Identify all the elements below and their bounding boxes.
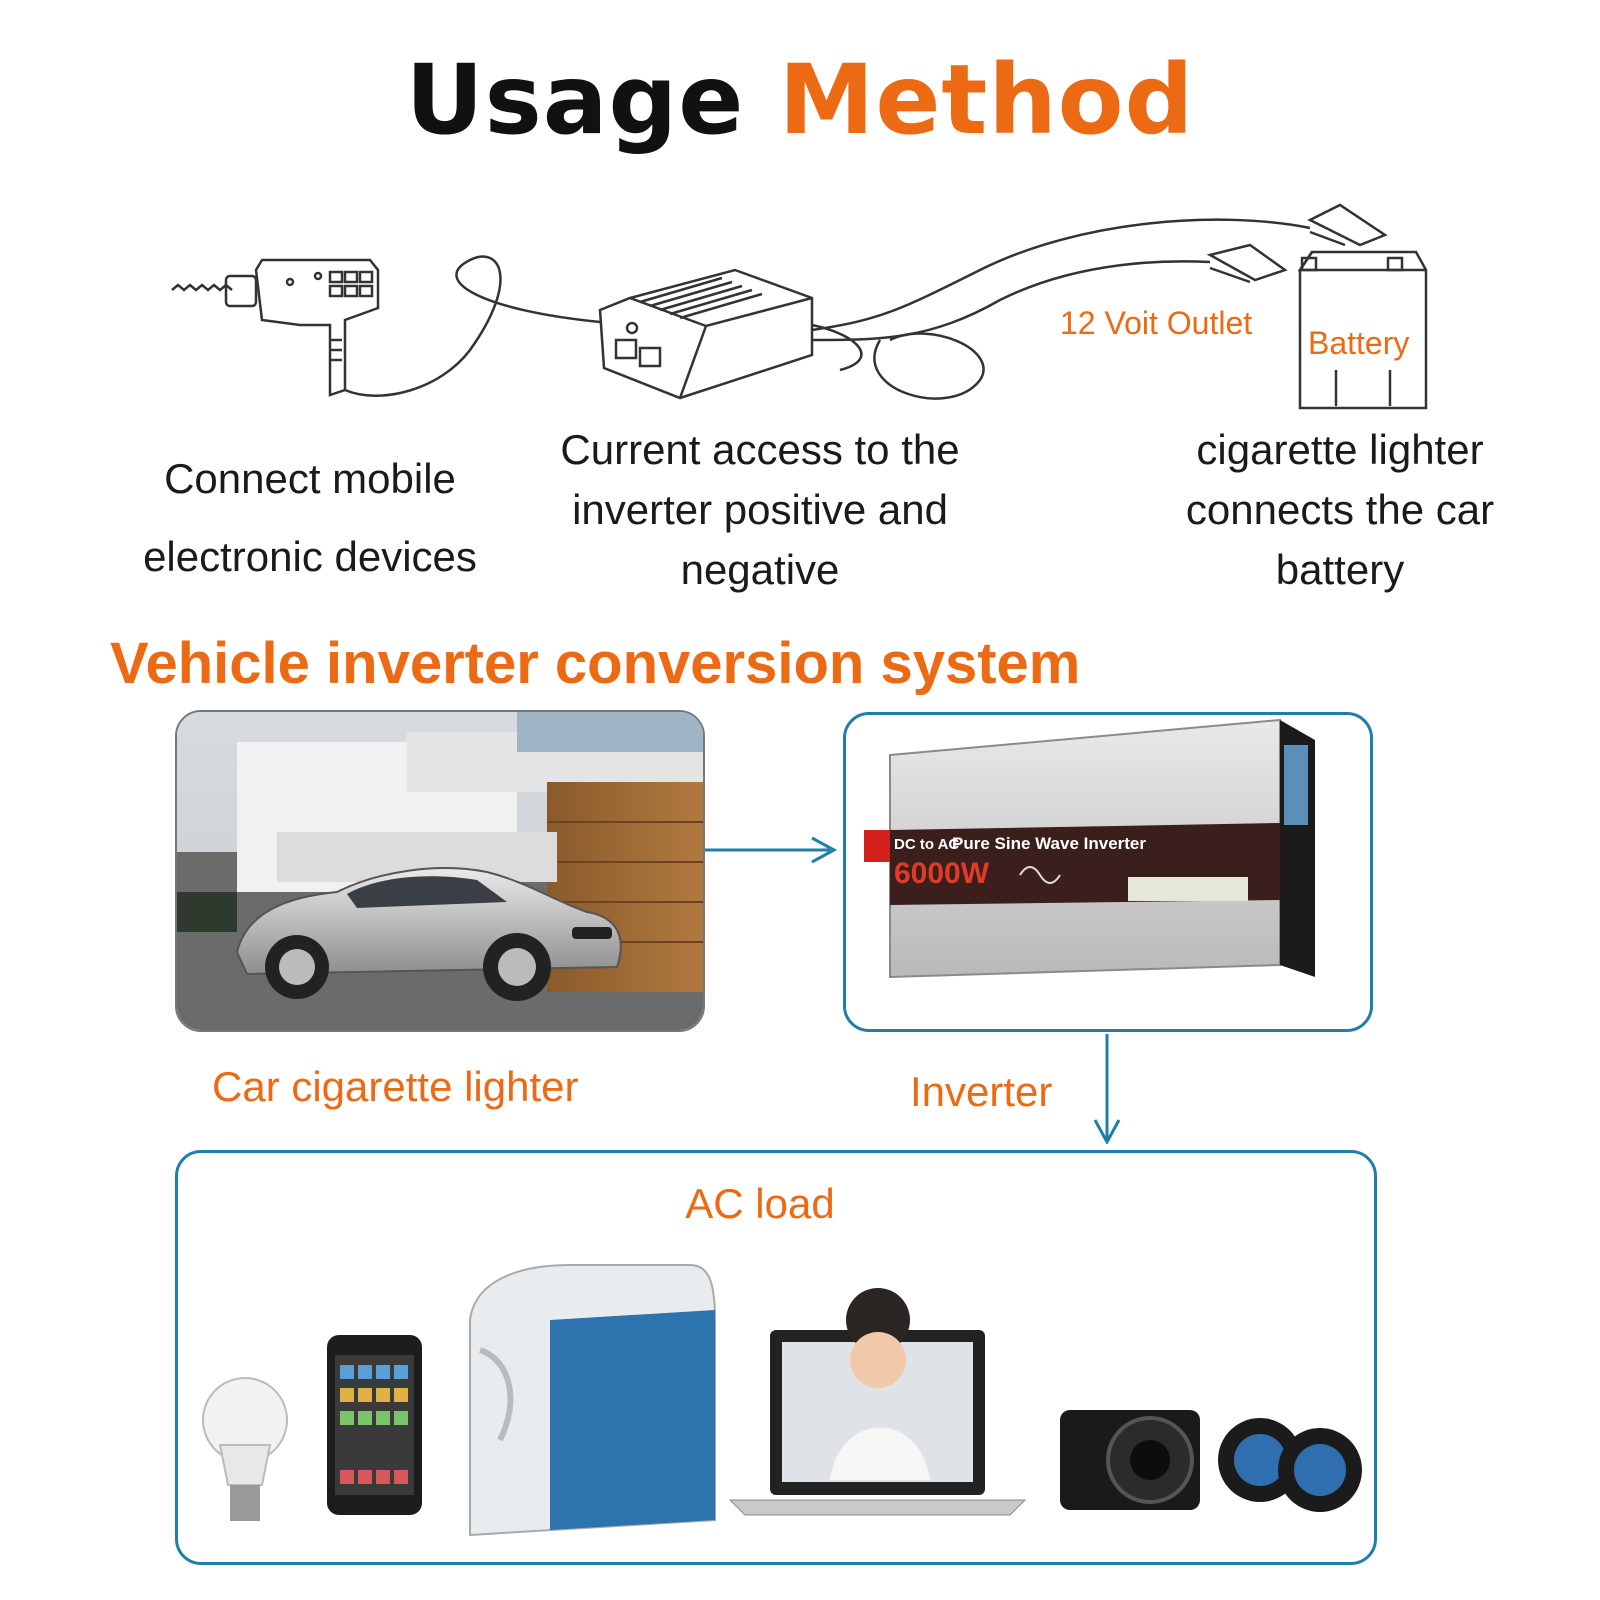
inverter-label: Inverter <box>910 1068 1053 1115</box>
title-usage: Usage <box>405 44 745 156</box>
ac-load-frame <box>175 1150 1377 1565</box>
inverter-frame <box>843 712 1373 1032</box>
phone-icon <box>327 1335 422 1515</box>
inverter-icon <box>598 268 863 400</box>
caption-connect-devices: Connect mobile electronic devices <box>143 455 477 580</box>
drill-icon <box>171 255 601 397</box>
cooler-icon <box>469 1264 716 1537</box>
speaker-icon <box>1218 1418 1362 1512</box>
page-title: Usage Method <box>0 52 1600 148</box>
arrow-right-icon <box>705 836 838 864</box>
outlet-label: 12 Voit Outlet <box>1060 305 1253 341</box>
inverter-line1: DC to AC <box>894 836 959 853</box>
cable-lines <box>811 218 1311 400</box>
inverter-photo: DC to AC Pure Sine Wave Inverter 6000W <box>864 718 1315 979</box>
clamp-icon <box>1206 203 1388 284</box>
arrow-down-icon <box>1093 1034 1121 1144</box>
inverter-line2: Pure Sine Wave Inverter <box>952 834 1146 853</box>
bulb-icon <box>202 1377 288 1521</box>
title-method: Method <box>778 44 1195 156</box>
system-title: Vehicle inverter conversion system <box>110 631 1081 696</box>
battery-icon <box>1297 250 1428 410</box>
ac-load-label: AC load <box>685 1180 835 1227</box>
car-lighter-label: Car cigarette lighter <box>212 1063 579 1110</box>
caption-current-access: Current access to the inverter positive … <box>560 426 960 593</box>
car-photo <box>175 710 705 1032</box>
battery-label: Battery <box>1308 325 1410 361</box>
caption-cigarette-lighter: cigarette lighter connects the car batte… <box>1185 426 1495 593</box>
laptop-icon <box>728 1288 1027 1516</box>
camera-icon <box>1060 1410 1200 1510</box>
inverter-power: 6000W <box>894 857 990 890</box>
usage-diagram <box>171 203 1428 410</box>
ac-load-devices <box>202 1264 1362 1537</box>
